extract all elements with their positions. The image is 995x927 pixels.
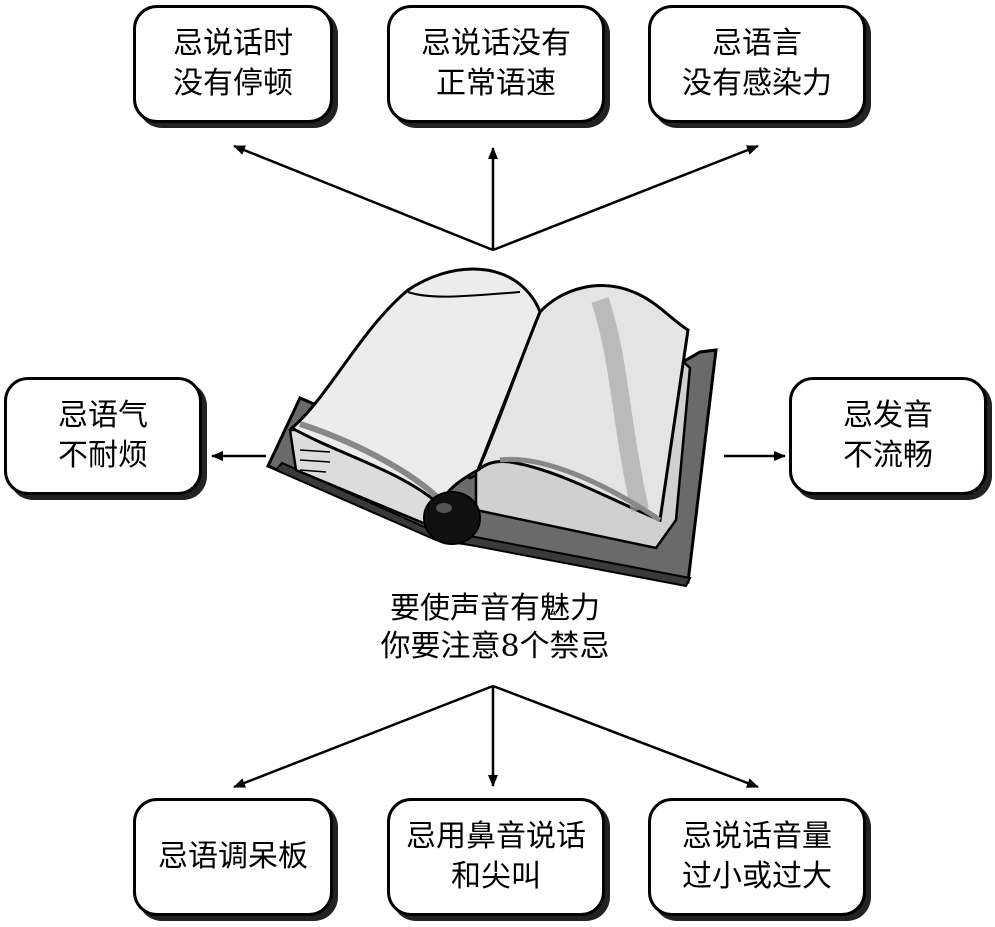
open-book-icon — [265, 267, 718, 588]
arrow-to-box-3 — [492, 144, 759, 252]
taboo-box-label: 忌用鼻音说话 和尖叫 — [406, 819, 586, 894]
center-caption-line-1: 要使声音有魅力 — [390, 591, 600, 626]
taboo-box-label: 忌发音 不流畅 — [843, 398, 933, 473]
taboo-box-impatient-tone: 忌语气 不耐烦 — [4, 377, 202, 495]
taboo-box-label: 忌语调呆板 — [158, 839, 308, 874]
taboo-box-speech-rate: 忌说话没有 正常语速 — [387, 5, 605, 123]
center-caption-line-2: 你要注意8个禁忌 — [380, 629, 610, 664]
arrow-to-box-8 — [492, 684, 759, 789]
taboo-box-pronunciation: 忌发音 不流畅 — [789, 377, 987, 495]
connector-arrows — [211, 144, 786, 789]
taboo-box-label: 忌语气 不耐烦 — [58, 398, 148, 473]
arrow-to-box-6 — [233, 684, 494, 789]
taboo-box-no-appeal: 忌语言 没有感染力 — [648, 5, 866, 123]
taboo-box-monotone: 忌语调呆板 — [133, 798, 333, 916]
arrow-to-box-1 — [233, 144, 494, 252]
taboo-box-label: 忌语言 没有感染力 — [682, 26, 832, 101]
taboo-box-label: 忌说话音量 过小或过大 — [682, 819, 832, 894]
center-caption: 要使声音有魅力 你要注意8个禁忌 — [330, 590, 660, 666]
taboo-box-no-pause: 忌说话时 没有停顿 — [133, 5, 333, 123]
taboo-box-label: 忌说话没有 正常语速 — [421, 26, 571, 101]
taboo-box-volume: 忌说话音量 过小或过大 — [648, 798, 866, 916]
taboo-box-label: 忌说话时 没有停顿 — [173, 26, 293, 101]
taboo-box-nasal-voice: 忌用鼻音说话 和尖叫 — [387, 798, 605, 916]
